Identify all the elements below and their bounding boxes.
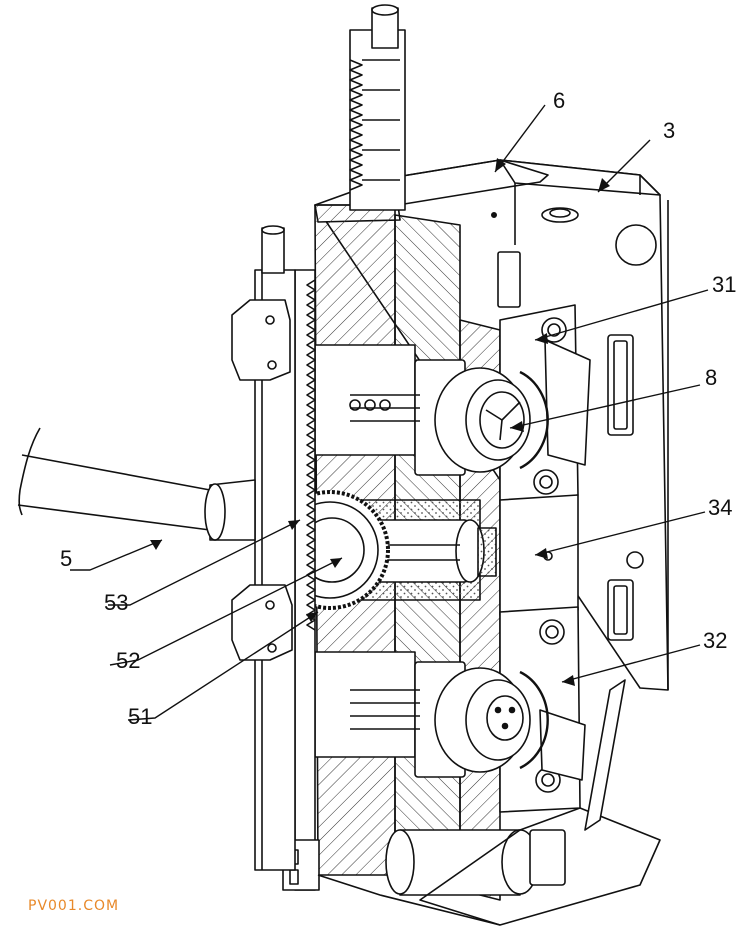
top-bore <box>541 207 579 223</box>
leader-8 <box>509 384 701 429</box>
leader-34 <box>534 511 706 556</box>
lower-rotary-core <box>434 667 549 773</box>
label-34: 34 <box>708 495 732 520</box>
label-51: 51 <box>128 704 152 729</box>
label-31: 31 <box>712 272 736 297</box>
label-3: 3 <box>663 118 675 143</box>
leader-51 <box>127 611 319 721</box>
mount-hole <box>615 224 657 266</box>
top-rack <box>349 4 406 211</box>
upper-rotary-core <box>434 367 549 473</box>
leader-lines <box>70 104 709 721</box>
label-52: 52 <box>116 648 140 673</box>
leader-52 <box>109 557 343 666</box>
label-53: 53 <box>104 590 128 615</box>
label-5: 5 <box>60 546 72 571</box>
label-6: 6 <box>553 88 565 113</box>
leader-53 <box>108 519 301 606</box>
leader-32 <box>561 644 701 683</box>
guide-column <box>231 225 296 871</box>
arrow-heads <box>150 158 610 686</box>
drive-shaft <box>17 427 256 541</box>
bottom-tube <box>317 807 661 926</box>
label-8: 8 <box>705 365 717 390</box>
leader-31 <box>534 289 709 341</box>
side-blade <box>584 679 626 831</box>
watermark: PV001.COM <box>28 898 120 914</box>
leader-5 <box>70 539 163 571</box>
mount-hole <box>626 551 644 569</box>
leader-6 <box>494 104 546 173</box>
label-32: 32 <box>703 628 727 653</box>
